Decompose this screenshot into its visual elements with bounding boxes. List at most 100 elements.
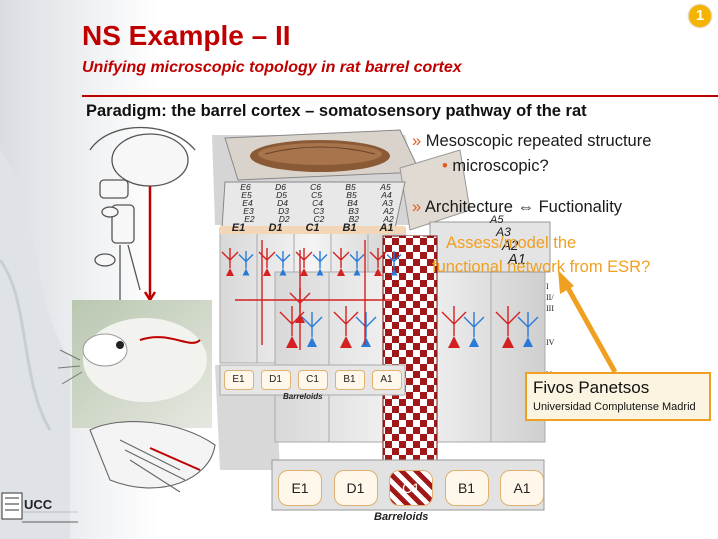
interneuron	[523, 337, 533, 347]
layer-label: I	[546, 282, 549, 291]
barrel-label: A2	[502, 238, 519, 253]
barrel-label: C6	[310, 182, 321, 192]
interneuron	[316, 268, 324, 276]
dendrite	[221, 248, 239, 268]
neurons	[221, 240, 539, 350]
barrel-label: A1	[500, 470, 544, 506]
callout-arrowhead	[558, 270, 574, 294]
barrel-label: A1	[379, 222, 394, 234]
barrel-label: E6	[240, 182, 251, 192]
dendrite	[495, 306, 521, 336]
dendrite	[349, 251, 365, 269]
background-swoosh	[0, 150, 70, 539]
pyramidal-neuron	[502, 336, 514, 348]
ucc-logo	[1, 492, 78, 523]
rat-photo	[57, 300, 212, 428]
barrel-grid-row: E4 D4 C4 B4 A3	[230, 198, 406, 208]
bullet-mesoscopic: » Mesoscopic repeated structure	[412, 132, 651, 151]
barreloids-label-large: Barreloids	[374, 511, 429, 523]
slide-title: NS Example – II	[82, 20, 291, 51]
paradigm-heading: Paradigm: the barrel cortex – somatosens…	[86, 102, 587, 120]
barrel-label: B5	[345, 182, 356, 192]
dendrite	[238, 251, 254, 269]
barrel-label: B4	[347, 198, 358, 208]
bullet-text: Architecture ⇔ Fuctionality	[424, 198, 623, 216]
bullet-assess: Assess/model the	[446, 234, 576, 253]
dendrite	[275, 251, 291, 269]
barrel-label: C1	[305, 222, 320, 234]
background-swoosh	[0, 259, 52, 431]
barrel-label: D5	[276, 190, 287, 200]
pyramidal-neuron	[226, 268, 234, 276]
interneuron	[307, 337, 317, 347]
barrel-label: D1	[333, 470, 378, 506]
barrel-label: A2	[383, 214, 394, 224]
barrel-label: B1	[342, 222, 357, 234]
dendrite	[386, 251, 402, 269]
dendrite	[517, 312, 539, 337]
barrel-label: A5	[490, 214, 504, 226]
bullet-microscopic: • microscopic?	[442, 157, 549, 176]
bullet-architecture: » Architecture ⇔ Fuctionality	[412, 198, 622, 217]
barrel-label: C2	[313, 214, 325, 224]
dendrite	[301, 312, 323, 337]
barrel-label: A3	[382, 198, 393, 208]
bullet-text: Assess/model the	[446, 234, 577, 252]
interneuron	[390, 268, 398, 276]
barrel-label: C3	[313, 206, 324, 216]
pyramidal-neuron	[448, 336, 460, 348]
bullet-functional-network: functional network from ESR?	[432, 258, 650, 277]
interneuron	[242, 268, 250, 276]
barrel-label: E1	[223, 370, 254, 390]
pyramidal-neuron	[300, 268, 308, 276]
barrel-label: A1	[508, 252, 526, 268]
author-institution: Universidad Complutense Madrid	[533, 401, 696, 413]
barrel-label: C1	[297, 370, 328, 390]
layer-label: IV	[546, 338, 555, 347]
bullet-text: microscopic?	[452, 157, 549, 175]
barreloids-large: E1 D1 C1 B1 A1	[278, 470, 544, 506]
barrel-label: A1	[371, 370, 402, 390]
barrel-label: D1	[260, 370, 291, 390]
barreloids-label-small: Barreloids	[283, 392, 323, 401]
dendrite	[463, 312, 485, 337]
barrel-label: E1	[231, 222, 246, 234]
bullet-marker: »	[412, 132, 422, 150]
pyramidal-neuron	[286, 336, 298, 348]
layer-label: III	[546, 304, 554, 313]
interneuron	[279, 268, 287, 276]
barrel-label: D1	[268, 222, 283, 234]
dendrite	[333, 306, 359, 336]
bullet-marker: »	[412, 198, 422, 216]
whisker-pad-sketch	[89, 421, 216, 493]
barrel-label: A4	[381, 190, 392, 200]
dendrite	[441, 306, 467, 336]
barrel-label: E2	[244, 214, 255, 224]
barrel-label: D4	[277, 198, 288, 208]
pyramidal-neuron	[374, 268, 382, 276]
author-name: Fivos Panetsos	[533, 378, 650, 397]
title-divider	[82, 95, 718, 97]
slide-number-badge: 1	[689, 5, 711, 27]
barrel-label: E5	[241, 190, 252, 200]
pathway-arrow	[143, 291, 157, 301]
barrel-label: B1	[444, 470, 489, 506]
barrel-label: A5	[380, 182, 391, 192]
dendrite	[312, 251, 328, 269]
dendrite	[258, 248, 276, 268]
barrel-label: E3	[243, 206, 254, 216]
interneuron	[469, 337, 479, 347]
barrel-label: C4	[312, 198, 323, 208]
barrel-label: A2	[383, 206, 394, 216]
barrel-label: C1	[389, 470, 433, 506]
author-box: Fivos Panetsos Universidad Complutense M…	[525, 372, 711, 421]
barrel-field-photo	[224, 129, 471, 231]
barrel-label: E1	[278, 470, 322, 506]
barrel-label: E4	[242, 198, 253, 208]
